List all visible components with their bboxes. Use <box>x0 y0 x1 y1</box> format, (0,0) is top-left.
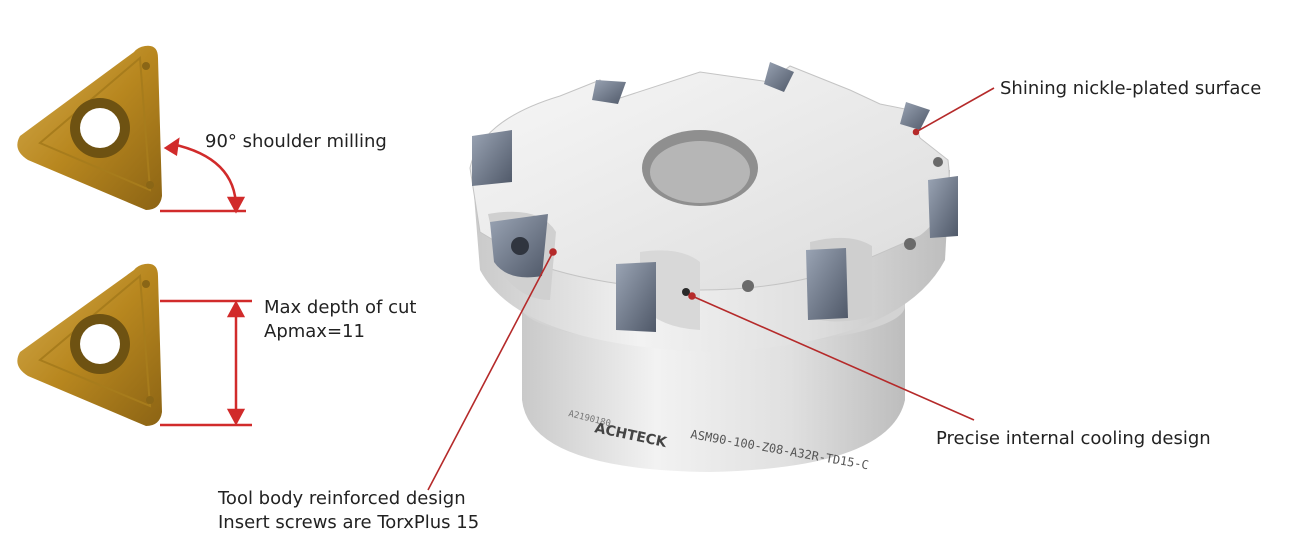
body-callout-dot <box>549 248 557 256</box>
tool-body-label-line1: Tool body reinforced design <box>218 488 466 509</box>
max-depth-label: Max depth of cut Apmax=11 <box>264 296 416 344</box>
max-depth-label-line1: Max depth of cut <box>264 297 417 318</box>
max-depth-label-line2: Apmax=11 <box>264 321 365 342</box>
shoulder-angle-callout <box>160 137 246 214</box>
cooling-callout-dot <box>688 292 696 300</box>
surface-label: Shining nickle-plated surface <box>1000 78 1262 99</box>
shoulder-milling-label: 90° shoulder milling <box>205 131 387 152</box>
insert-bottom-image <box>17 263 163 426</box>
body-callout-line <box>427 251 554 491</box>
surface-callout-dot <box>912 128 920 136</box>
tool-body-label-line2: Insert screws are TorxPlus 15 <box>218 512 480 533</box>
depth-of-cut-callout <box>160 299 252 427</box>
surface-callout-line <box>915 87 995 133</box>
cutter-callout-lines <box>427 87 995 491</box>
cooling-label: Precise internal cooling design <box>936 428 1211 449</box>
insert-top-image <box>17 45 163 210</box>
cooling-callout-line <box>691 295 975 421</box>
tool-body-label: Tool body reinforced design Insert screw… <box>218 487 479 535</box>
milling-cutter-image: ASM90-100-Z08-A32R-TD15-C A2190180 ACHTE… <box>469 62 958 472</box>
